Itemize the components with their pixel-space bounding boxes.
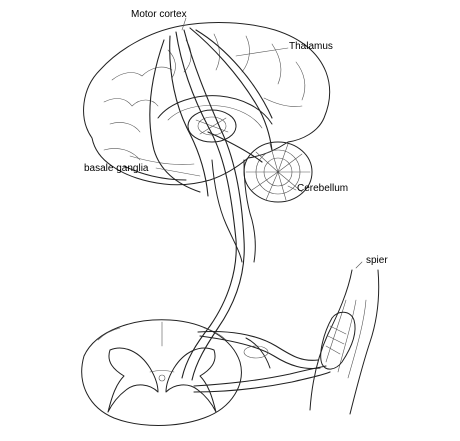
label-cerebellum: Cerebellum [297, 183, 348, 194]
motor-tracts [150, 28, 272, 380]
label-spier: spier [366, 255, 388, 266]
leader-lines [156, 18, 362, 268]
brainstem [212, 160, 255, 262]
label-thalamus: Thalamus [289, 41, 333, 52]
spinal-cord [82, 320, 242, 426]
label-motor-cortex: Motor cortex [131, 9, 187, 20]
muscle-limb [310, 270, 379, 414]
label-basale-ganglia: basale ganglia [84, 163, 149, 174]
